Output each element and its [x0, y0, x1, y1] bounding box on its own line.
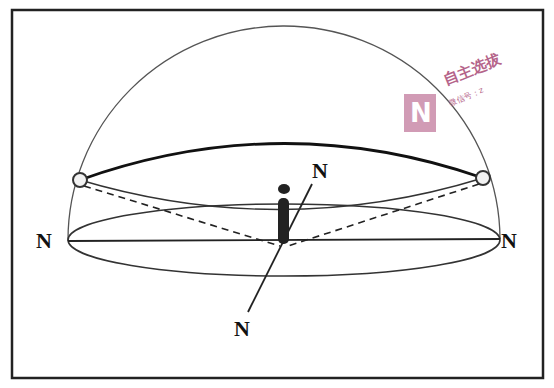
observer-body: [278, 198, 289, 244]
north-south-line: [248, 184, 312, 312]
direction-label: N: [36, 230, 52, 252]
sun-ray-dashed: [288, 184, 479, 246]
direction-label: N: [501, 230, 517, 252]
watermark-logo: [404, 94, 436, 132]
sun-path-upper: [80, 143, 483, 180]
direction-label: N: [234, 318, 250, 340]
sun-symbol: [476, 171, 490, 185]
watermark: 微信号：z: [448, 86, 485, 107]
watermark-logo-letter: N: [410, 100, 432, 126]
direction-label: N: [312, 160, 328, 182]
sun-symbol: [73, 173, 87, 187]
sun-ray-dashed: [84, 186, 280, 246]
observer-head: [278, 184, 290, 194]
watermark: 自主选拔: [442, 52, 503, 88]
frame: [12, 10, 543, 378]
